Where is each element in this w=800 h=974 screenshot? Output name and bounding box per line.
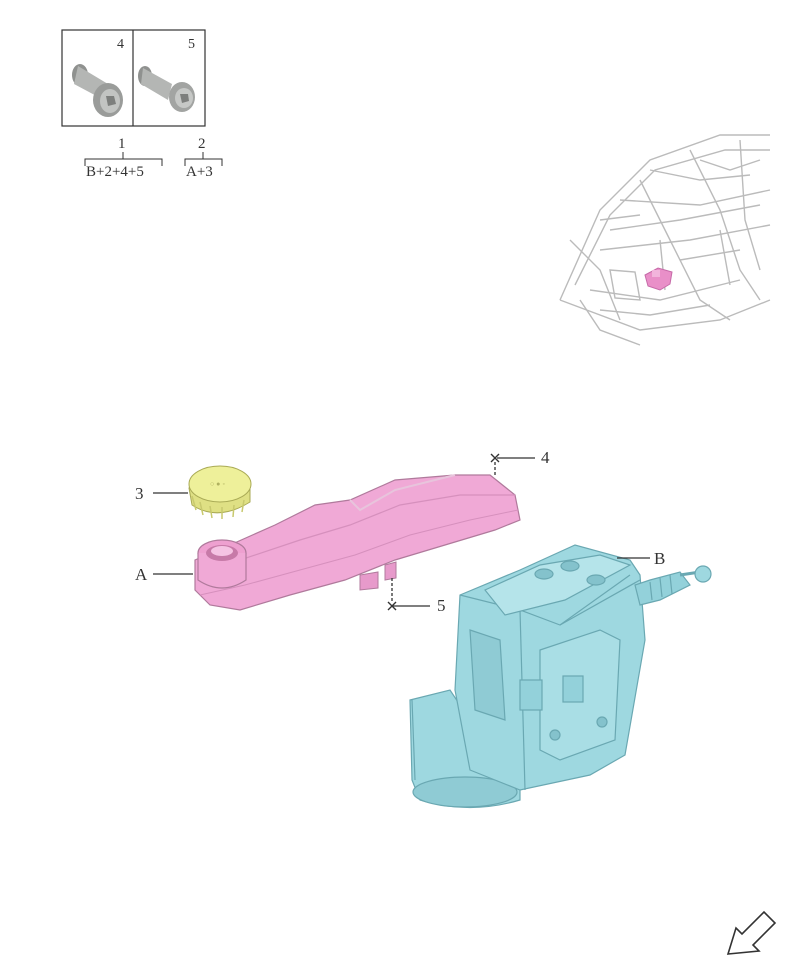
- socket-screw-icon: [138, 66, 195, 112]
- legend-group-1-contents: B+2+4+5: [86, 164, 144, 180]
- screw-4-marker-icon: [490, 453, 500, 463]
- legend-group-2-contents: A+3: [186, 164, 213, 180]
- vehicle-location-view: [559, 134, 771, 346]
- legend-cell-ref-4: 4: [117, 37, 124, 52]
- hydraulic-module: [409, 544, 712, 809]
- brake-fluid-reservoir: [194, 474, 521, 611]
- callout-5-label: 5: [437, 596, 446, 615]
- legend-cell-ref-5: 5: [188, 37, 195, 52]
- screw-markers: [387, 453, 500, 611]
- direction-arrow-icon: [726, 910, 777, 955]
- cap-embossing: ○ ● ◦: [210, 481, 225, 488]
- callouts: [153, 457, 650, 607]
- legend-group-1-number: 1: [118, 136, 126, 152]
- callout-4-label: 4: [541, 448, 550, 467]
- component-location-highlight: [644, 267, 673, 291]
- legend-group-2-number: 2: [198, 136, 206, 152]
- callout-3-label: 3: [135, 484, 144, 503]
- callout-a-label: A: [135, 565, 148, 584]
- reservoir-cap: ○ ● ◦: [188, 465, 252, 519]
- callout-b-label: B: [654, 549, 665, 568]
- flange-bolt-icon: [72, 64, 123, 117]
- fastener-legend: 4 5 1 B+2+4+5 2 A+3: [61, 29, 223, 180]
- screw-5-marker-icon: [387, 601, 397, 611]
